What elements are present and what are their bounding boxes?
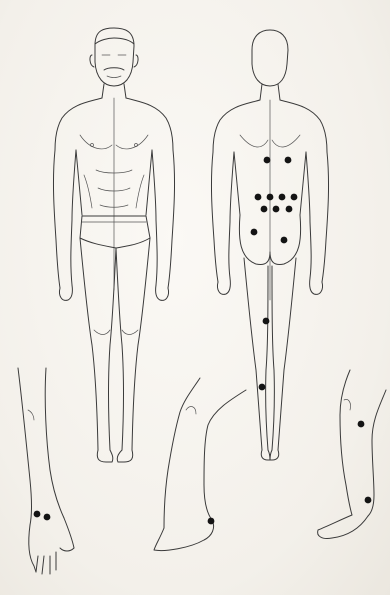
front-body-figure (53, 28, 174, 462)
marker-point (365, 497, 372, 504)
leg-side-figure (154, 378, 246, 551)
marker-point (358, 421, 365, 428)
marker-point (281, 237, 288, 244)
marker-point (279, 194, 286, 201)
marker-point (208, 518, 215, 525)
marker-point (259, 384, 266, 391)
marker-point (285, 157, 292, 164)
marker-point (273, 206, 280, 213)
marker-point (44, 514, 51, 521)
marker-point (251, 229, 258, 236)
marker-point (261, 206, 268, 213)
marker-points (34, 157, 372, 525)
marker-point (286, 206, 293, 213)
marker-point (255, 194, 262, 201)
marker-point (264, 157, 271, 164)
forearm-hand-figure (18, 368, 74, 574)
marker-point (34, 511, 41, 518)
marker-point (263, 318, 270, 325)
back-body-figure (211, 30, 328, 460)
marker-point (267, 194, 274, 201)
leg-right-figure (318, 370, 386, 539)
marker-point (291, 194, 298, 201)
